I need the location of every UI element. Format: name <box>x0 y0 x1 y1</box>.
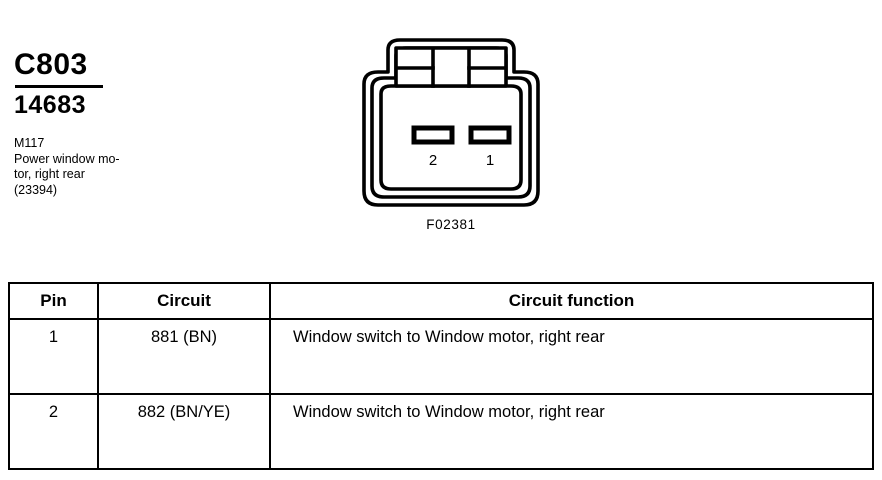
connector-identification-block: C803 14683 M117 Power window mo- tor, ri… <box>14 48 204 198</box>
pin-cavity-1 <box>468 125 512 145</box>
cell-pin-text: 1 <box>48 328 59 346</box>
connector-outline-icon <box>362 38 540 207</box>
column-header-pin: Pin <box>8 282 99 320</box>
connector-pin-cavities <box>411 125 512 145</box>
column-header-function: Circuit function <box>269 282 874 320</box>
part-number: 14683 <box>14 91 87 119</box>
cell-function-text: Window switch to Window motor, right rea… <box>293 403 605 421</box>
connector-code: C803 <box>14 48 88 81</box>
description-line-2: tor, right rear <box>14 167 85 181</box>
component-id: M117 <box>14 136 45 150</box>
pin-table: Pin Circuit Circuit function 1 881 (BN) … <box>8 282 874 470</box>
pin-cavity-2 <box>411 125 455 145</box>
component-description: M117 Power window mo- tor, right rear (2… <box>14 136 204 198</box>
cell-pin: 2 <box>8 393 99 470</box>
connector-figure: 2 1 F02381 <box>336 28 566 243</box>
cell-function: Window switch to Window motor, right rea… <box>269 393 874 470</box>
cell-function-text: Window switch to Window motor, right rea… <box>293 328 605 346</box>
cell-circuit: 882 (BN/YE) <box>97 393 271 470</box>
cell-pin: 1 <box>8 318 99 395</box>
cell-circuit: 881 (BN) <box>97 318 271 395</box>
code-divider-rule <box>15 85 103 88</box>
description-line-1: Power window mo- <box>14 151 120 166</box>
column-header-circuit: Circuit <box>97 282 271 320</box>
cell-circuit-text: 882 (BN/YE) <box>137 403 231 421</box>
cell-pin-text: 2 <box>48 403 59 421</box>
cell-function: Window switch to Window motor, right rea… <box>269 318 874 395</box>
table-body: 1 881 (BN) Window switch to Window motor… <box>8 318 874 470</box>
table-row: 1 881 (BN) Window switch to Window motor… <box>8 318 874 395</box>
component-number: (23394) <box>14 182 58 197</box>
cell-circuit-text: 881 (BN) <box>150 328 218 346</box>
table-header-row: Pin Circuit Circuit function <box>8 282 874 320</box>
table-row: 2 882 (BN/YE) Window switch to Window mo… <box>8 393 874 470</box>
connector-reference-label: F02381 <box>426 217 476 232</box>
pin-label-right: 1 <box>485 152 495 169</box>
table-header: Pin Circuit Circuit function <box>8 282 874 320</box>
pin-label-left: 2 <box>428 152 438 169</box>
